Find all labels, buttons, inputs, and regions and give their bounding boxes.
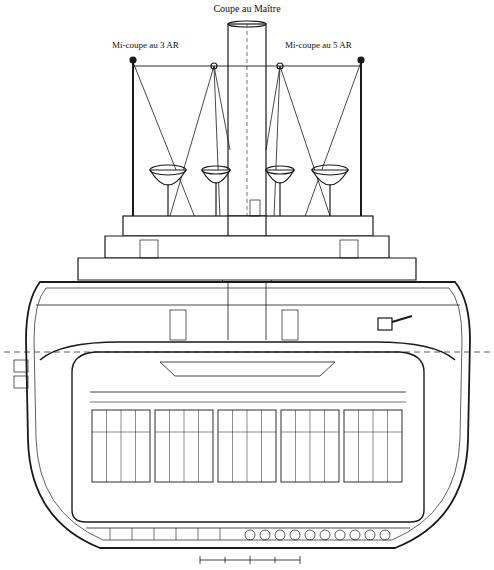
boiler-tube [155, 432, 213, 433]
boiler-tube [324, 410, 325, 482]
boiler [281, 410, 339, 482]
scale-bar [200, 556, 300, 564]
section-label: Mi-coupe au 3 AR [112, 40, 179, 50]
lightening-hole [380, 530, 390, 540]
superstructure [78, 200, 416, 280]
boiler-tube [198, 410, 199, 482]
boiler-tube [232, 410, 233, 482]
lightening-hole [305, 530, 315, 540]
boiler-tube [92, 432, 150, 433]
boiler-tube [135, 410, 136, 482]
lightening-hole [245, 530, 255, 540]
boiler-tube [261, 410, 262, 482]
hull [14, 282, 470, 548]
boiler-tube [358, 410, 359, 482]
lightening-hole [290, 530, 300, 540]
boiler-tube [344, 432, 402, 433]
boiler [92, 410, 150, 482]
boiler-tube [121, 410, 122, 482]
lightening-hole [260, 530, 270, 540]
drawing-title: Coupe au Maître [213, 3, 280, 14]
boiler-tube [373, 410, 374, 482]
lightening-hole [365, 530, 375, 540]
floor-plate [110, 528, 111, 540]
lightening-hole [335, 530, 345, 540]
double-bottom [86, 528, 410, 540]
floor-plate [198, 528, 199, 540]
boiler-tube [218, 432, 276, 433]
boiler-tube [247, 410, 248, 482]
floor-plate [220, 528, 221, 540]
boiler-tube [281, 432, 339, 433]
boiler [155, 410, 213, 482]
boiler-tube [310, 410, 311, 482]
side-gun [378, 316, 412, 330]
section-label: Mi-coupe au 5 AR [285, 40, 352, 50]
boiler-room [40, 342, 455, 522]
floor-plate [132, 528, 133, 540]
boiler-tube [106, 410, 107, 482]
boiler-tube [169, 410, 170, 482]
funnel [228, 21, 266, 224]
floor-plate [154, 528, 155, 540]
lightening-hole [275, 530, 285, 540]
boiler-tube [387, 410, 388, 482]
floor-plate [176, 528, 177, 540]
boiler-tube [295, 410, 296, 482]
davit-posts [130, 57, 364, 216]
boiler [218, 410, 276, 482]
boiler [344, 410, 402, 482]
lightening-hole [320, 530, 330, 540]
boiler-tube [184, 410, 185, 482]
lightening-hole [350, 530, 360, 540]
ventilators [150, 165, 348, 216]
